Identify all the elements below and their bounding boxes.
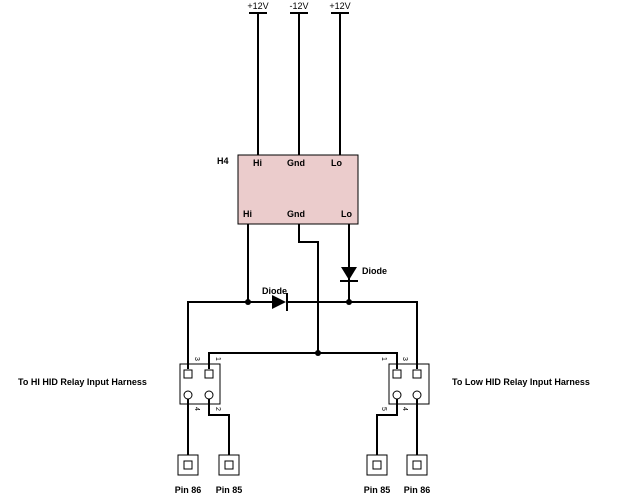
bus-hi-left: [187, 301, 272, 369]
bus-ground: [208, 352, 398, 369]
terminal-3-inner: [372, 460, 382, 470]
connector-left: [179, 363, 221, 405]
connector-right-pin-d: [412, 390, 422, 400]
terminal-1: [177, 454, 199, 476]
wire-gnd-out: [298, 224, 319, 353]
h4-top-label-lo: Lo: [331, 158, 342, 168]
connector-left-pin-b: [204, 369, 214, 379]
h4-ref-label: H4: [217, 156, 229, 166]
junction-dot-lo: [346, 299, 352, 305]
rail-label-left: +12V: [247, 1, 268, 11]
connector-right-pin-a: [392, 369, 402, 379]
connector-left-pin-d: [204, 390, 214, 400]
rail-label-middle: -12V: [289, 1, 308, 11]
terminal-2-inner: [224, 460, 234, 470]
connector-left-pin-num-3: 4: [193, 407, 200, 411]
connector-left-pin-c: [183, 390, 193, 400]
connector-left-pin-num-1: 3: [193, 357, 200, 361]
connector-left-pin-num-2: 1: [214, 357, 221, 361]
bus-lo-right: [287, 301, 418, 369]
wire-left-pin85: [208, 399, 230, 455]
diode-vertical-label: Diode: [362, 266, 387, 276]
connector-right: [388, 363, 430, 405]
h4-bottom-label-gnd: Gnd: [287, 209, 305, 219]
diode-horizontal-symbol: [272, 295, 286, 309]
connector-right-pin-num-1: 1: [380, 357, 387, 361]
harness-label-left: To HI HID Relay Input Harness: [18, 377, 147, 387]
terminal-label-2: Pin 85: [216, 485, 243, 495]
terminal-label-3: Pin 85: [364, 485, 391, 495]
terminal-1-inner: [183, 460, 193, 470]
h4-top-label-gnd: Gnd: [287, 158, 305, 168]
terminal-label-4: Pin 86: [404, 485, 431, 495]
connector-left-pin-a: [183, 369, 193, 379]
diode-horizontal-label: Diode: [262, 286, 287, 296]
diode-vertical-symbol: [341, 267, 357, 280]
terminal-3: [366, 454, 388, 476]
h4-top-label-hi: Hi: [253, 158, 262, 168]
connector-right-pin-num-4: 4: [401, 407, 408, 411]
connector-left-pin-num-4: 2: [214, 407, 221, 411]
terminal-label-1: Pin 86: [175, 485, 202, 495]
rail-label-right: +12V: [329, 1, 350, 11]
connector-right-pin-num-3: 5: [380, 407, 387, 411]
h4-bottom-label-hi: Hi: [243, 209, 252, 219]
junction-dot-hi: [245, 299, 251, 305]
harness-label-right: To Low HID Relay Input Harness: [452, 377, 590, 387]
wire-right-pin85: [376, 399, 398, 455]
connector-right-pin-b: [412, 369, 422, 379]
terminal-4: [406, 454, 428, 476]
connector-right-pin-num-2: 3: [401, 357, 408, 361]
connector-right-pin-c: [392, 390, 402, 400]
terminal-2: [218, 454, 240, 476]
terminal-4-inner: [412, 460, 422, 470]
h4-bottom-label-lo: Lo: [341, 209, 352, 219]
